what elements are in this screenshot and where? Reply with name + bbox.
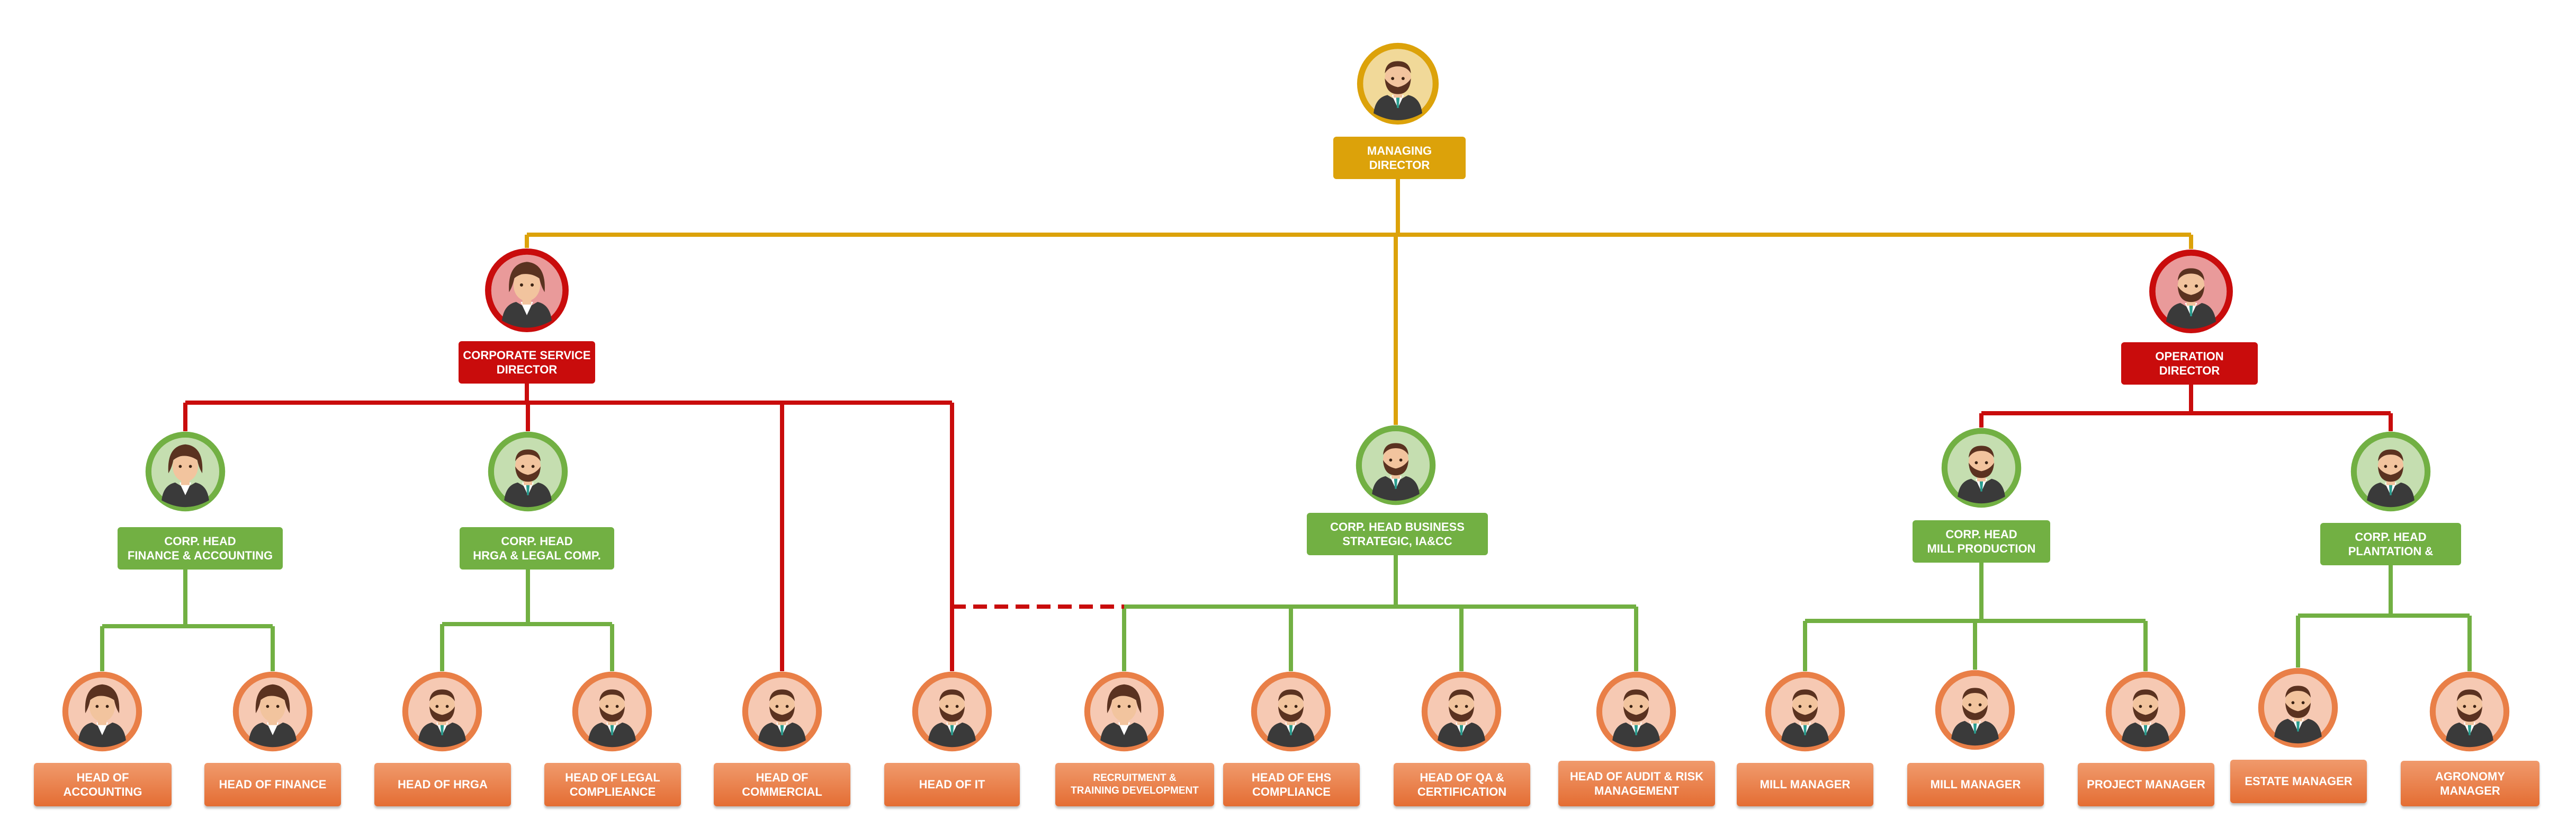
man-icon xyxy=(740,669,824,757)
corp-head-hrga-legal-label: CORP. HEAD HRGA & LEGAL COMP. xyxy=(460,527,614,570)
man-icon xyxy=(1594,669,1679,757)
head-of-accounting-label: HEAD OF ACCOUNTING xyxy=(34,763,172,806)
head-of-legal-complieance-label: HEAD OF LEGAL COMPLIEANCE xyxy=(544,763,681,806)
woman-icon xyxy=(230,669,315,757)
man-icon xyxy=(1419,669,1504,757)
man-icon xyxy=(2147,247,2236,339)
man-icon xyxy=(2103,669,2188,757)
head-of-it-label: HEAD OF IT xyxy=(884,763,1020,806)
man-icon xyxy=(1354,40,1441,130)
man-icon xyxy=(2427,669,2512,757)
man-icon xyxy=(400,669,484,757)
woman-icon xyxy=(60,669,145,757)
head-of-hrga-label: HEAD OF HRGA xyxy=(374,763,511,806)
mill-manager-2-label: MILL MANAGER xyxy=(1907,763,2044,806)
project-manager-label: PROJECT MANAGER xyxy=(2078,763,2214,806)
woman-icon xyxy=(482,246,571,337)
man-icon xyxy=(2348,429,2433,517)
head-of-qa-certification-label: HEAD OF QA & CERTIFICATION xyxy=(1394,763,1530,806)
man-icon xyxy=(570,669,654,757)
man-icon xyxy=(1249,669,1333,757)
man-icon xyxy=(1763,669,1847,757)
corp-head-business-strategic-label: CORP. HEAD BUSINESS STRATEGIC, IA&CC xyxy=(1307,513,1488,555)
corporate-service-director-label: CORPORATE SERVICE DIRECTOR xyxy=(459,341,595,384)
corp-head-finance-accounting-label: CORP. HEAD FINANCE & ACCOUNTING xyxy=(118,527,283,570)
woman-icon xyxy=(1082,669,1166,757)
agronomy-manager-label: AGRONOMY MANAGER xyxy=(2401,761,2539,806)
head-of-commercial-label: HEAD OF COMMERCIAL xyxy=(714,763,850,806)
head-of-ehs-compliance-label: HEAD OF EHS COMPLIANCE xyxy=(1223,763,1360,806)
managing-director-label: MANAGING DIRECTOR xyxy=(1333,137,1466,179)
man-icon xyxy=(2256,665,2340,753)
man-icon xyxy=(1353,423,1438,510)
mill-manager-1-label: MILL MANAGER xyxy=(1737,763,1873,806)
operation-director-label: OPERATION DIRECTOR xyxy=(2121,342,2258,385)
woman-icon xyxy=(143,429,228,517)
man-icon xyxy=(1933,668,2017,755)
head-of-finance-label: HEAD OF FINANCE xyxy=(204,763,341,806)
man-icon xyxy=(910,669,994,757)
man-icon xyxy=(486,429,570,517)
recruitment-training-development-label: RECRUITMENT & TRAINING DEVELOPMENT xyxy=(1055,763,1214,806)
estate-manager-label: ESTATE MANAGER xyxy=(2230,760,2367,803)
corp-head-plantation-label: CORP. HEAD PLANTATION & xyxy=(2320,523,2461,565)
corp-head-mill-production-label: CORP. HEAD MILL PRODUCTION xyxy=(1913,520,2050,563)
head-of-audit-risk-management-label: HEAD OF AUDIT & RISK MANAGEMENT xyxy=(1558,761,1715,806)
man-icon xyxy=(1939,425,2024,513)
